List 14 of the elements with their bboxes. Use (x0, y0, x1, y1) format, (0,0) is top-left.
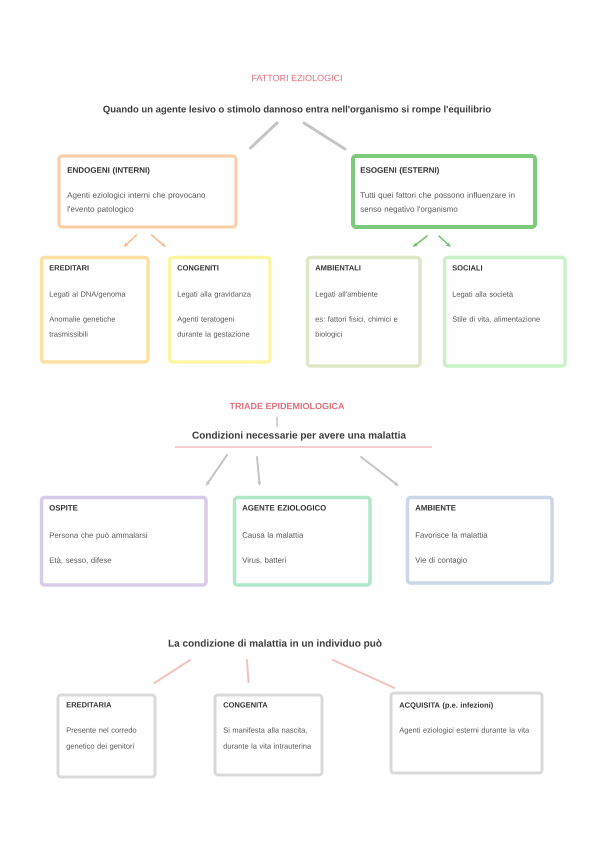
section-heading: TRIADE EPIDEMIOLOGICA (230, 402, 344, 410)
category-box: ENDOGENI (INTERNI) Agenti eziologici interni che provocano l'evento patologico (58, 154, 238, 228)
connector-line (246, 659, 250, 683)
connector-line (332, 659, 396, 689)
connector-line (302, 122, 346, 150)
arrow (206, 454, 228, 486)
subheading: La condizione di malattia in un individuo può (168, 639, 382, 649)
subheading: Quando un agente lesivo o stimolo dannoso entra nell'organismo si rompe l'equilibrio (103, 106, 491, 114)
connector-line (154, 659, 191, 684)
category-box: ESOGENI (ESTERNI) Tutti quei fattori che possono influenzare in senso negativo l'organismo (351, 154, 537, 229)
connector-line (249, 122, 278, 150)
subheading: Condizioni necessarie per avere una malattia (192, 431, 406, 441)
title: FATTORI EZIOLOGICI (252, 74, 342, 82)
connector-line (276, 416, 278, 427)
